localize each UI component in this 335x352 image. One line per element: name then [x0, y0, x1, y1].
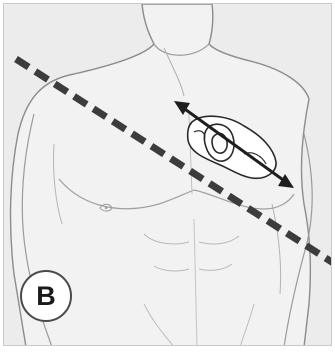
- right-nipple-center: [105, 207, 107, 209]
- panel-label-badge: B: [20, 270, 72, 322]
- diagram-panel: B: [3, 3, 332, 346]
